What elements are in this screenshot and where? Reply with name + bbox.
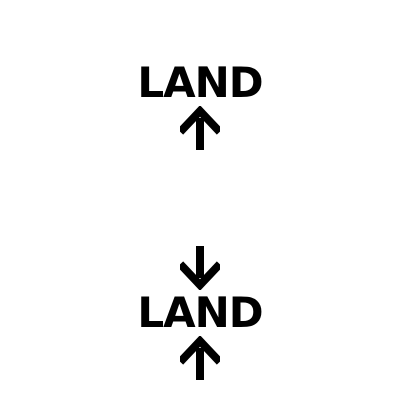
land-sign-top: LAND: [0, 60, 400, 150]
arrow-down-icon: [180, 246, 220, 290]
land-sign-bottom: LAND: [0, 246, 400, 380]
land-label-bottom: LAND: [137, 288, 263, 337]
arrow-up-icon: [180, 106, 220, 150]
arrow-up-icon: [180, 336, 220, 380]
land-label-top: LAND: [137, 58, 263, 107]
